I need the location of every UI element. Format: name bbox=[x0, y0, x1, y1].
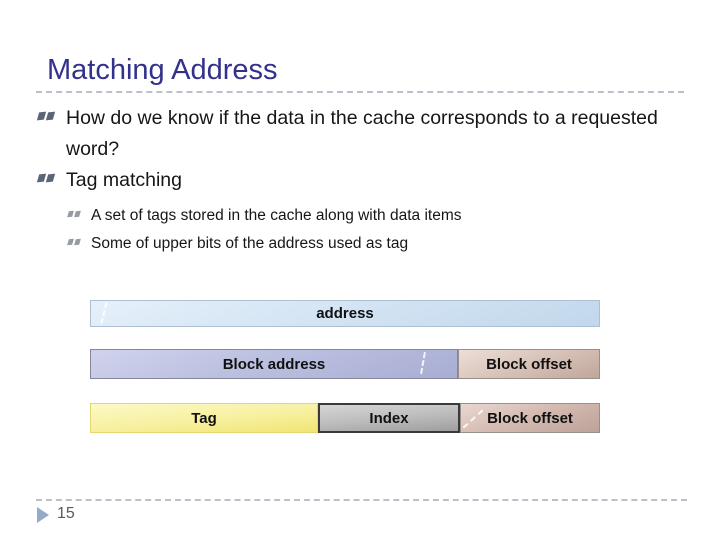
sub-bullet-text: A set of tags stored in the cache along … bbox=[91, 207, 462, 224]
sub-bullet-item: A set of tags stored in the cache along … bbox=[66, 205, 684, 233]
block-address-label: Block address bbox=[222, 355, 326, 373]
block-offset-label: Block offset bbox=[487, 409, 573, 427]
sub-bullet-text: Some of upper bits of the address used a… bbox=[91, 235, 409, 252]
bullet-text: How do we know if the data in the cache … bbox=[66, 107, 658, 160]
sub-bullet-item: Some of upper bits of the address used a… bbox=[66, 233, 684, 261]
index-label: Index bbox=[369, 409, 409, 427]
slide-page-number: 15 bbox=[57, 505, 75, 522]
tag-cell: Tag bbox=[90, 403, 318, 433]
bullet-icon bbox=[67, 238, 82, 261]
address-bar-label: address bbox=[316, 305, 374, 322]
tag-label: Tag bbox=[191, 409, 217, 427]
block-offset-cell: Block offset bbox=[458, 349, 600, 379]
page-title: Matching Address bbox=[47, 54, 278, 86]
block-offset-cell: Block offset bbox=[460, 403, 600, 433]
bullet-icon bbox=[36, 173, 56, 205]
bullet-item: How do we know if the data in the cache … bbox=[36, 103, 684, 165]
block-address-cell: Block address bbox=[90, 349, 458, 379]
bullet-list: How do we know if the data in the cache … bbox=[36, 103, 684, 261]
title-divider bbox=[36, 91, 684, 93]
next-slide-arrow-icon bbox=[37, 507, 49, 523]
bullet-icon bbox=[36, 111, 56, 143]
bullet-item: Tag matching bbox=[36, 165, 684, 205]
block-offset-label: Block offset bbox=[486, 355, 572, 373]
footer-divider bbox=[36, 499, 687, 501]
index-cell: Index bbox=[318, 403, 460, 433]
address-bar: address bbox=[90, 300, 600, 327]
bullet-icon bbox=[67, 210, 82, 233]
bullet-text: Tag matching bbox=[66, 169, 182, 191]
